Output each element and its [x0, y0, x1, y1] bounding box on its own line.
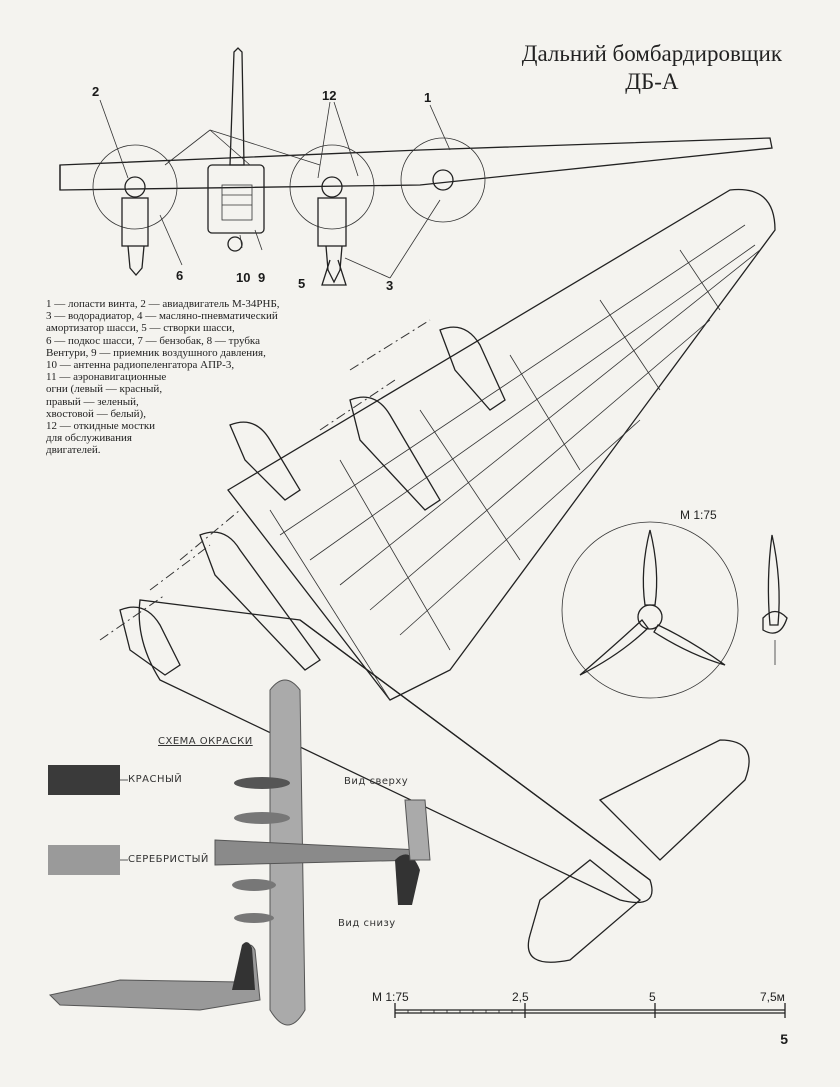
silver-label: СЕРЕБРИСТЫЙ — [128, 854, 209, 865]
legend-line: хвостовой — белый), — [46, 407, 146, 420]
scale-mark: 2,5 — [512, 990, 529, 1004]
title-line-2: ДБ-А — [625, 69, 679, 94]
view-bottom-label: Вид снизу — [338, 918, 396, 929]
plan-view — [99, 188, 776, 963]
front-view — [59, 47, 773, 286]
swatch-red — [48, 765, 120, 795]
callout-10: 10 — [236, 270, 251, 285]
red-label: КРАСНЫЙ — [128, 774, 183, 785]
scale-mark: 7,5м — [760, 990, 785, 1004]
color-scheme — [48, 679, 431, 1026]
callout-3: 3 — [386, 278, 394, 293]
legend-line: 6 — подкос шасси, 7 — бензобак, 8 — труб… — [46, 334, 260, 347]
legend-line: 3 — водорадиатор, 4 — масляно-пневматиче… — [46, 310, 278, 323]
callout-1: 1 — [424, 90, 432, 105]
page-title: Дальний бомбардировщик ДБ-А — [522, 40, 782, 96]
legend-line: правый — зеленый, — [46, 395, 139, 408]
legend-line: для обслуживания — [46, 432, 132, 445]
propeller-detail — [561, 521, 788, 699]
callout-5: 5 — [298, 276, 306, 291]
color-scheme-heading: СХЕМА ОКРАСКИ — [158, 736, 253, 747]
swatch-silver — [48, 845, 120, 875]
callout-9: 9 — [258, 270, 266, 285]
legend-line: 10 — антенна радиопеленгатора АПР-3, — [46, 359, 235, 372]
scale-mark: 5 — [649, 990, 656, 1004]
view-top-label: Вид сверху — [344, 776, 409, 787]
legend-line: огни (левый — красный, — [46, 383, 163, 396]
legend-line: амортизатор шасси, 5 — створки шасси, — [46, 322, 235, 335]
scale-bar-label: М 1:75 — [372, 990, 409, 1004]
callout-2: 2 — [92, 84, 100, 99]
scale-bar — [394, 1003, 786, 1018]
title-line-1: Дальний бомбардировщик — [521, 41, 782, 66]
legend-line: двигателей. — [46, 444, 101, 457]
legend-line: Вентури, 9 — приемник воздушного давлени… — [46, 346, 266, 359]
callout-6: 6 — [176, 268, 184, 283]
page-number: 5 — [780, 1031, 788, 1047]
legend-line: 12 — откидные мостки — [46, 420, 156, 433]
legend-list: 1 — лопасти винта, 2 — авиадвигатель М-3… — [46, 298, 336, 457]
callout-12: 12 — [322, 88, 337, 103]
propeller-scale-label: М 1:75 — [680, 508, 717, 522]
legend-line: 11 — аэронавигационные — [46, 371, 167, 384]
legend-line: 1 — лопасти винта, 2 — авиадвигатель М-3… — [46, 298, 280, 310]
